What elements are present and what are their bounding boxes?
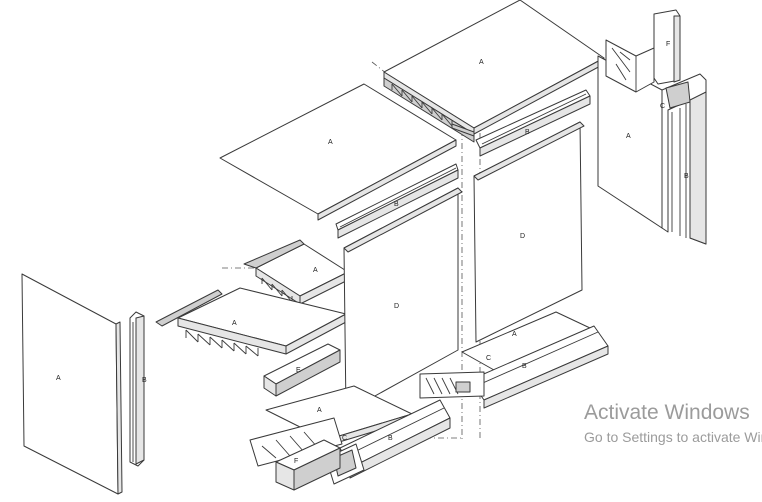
top-panel-a [383, 0, 605, 143]
label-e-beam: E [296, 367, 301, 374]
left-post-b [129, 311, 145, 467]
beam-e [263, 343, 341, 397]
label-b-top-rail: B [525, 129, 530, 136]
label-f-bottom-post: F [294, 458, 298, 465]
bottom-center-profile [419, 371, 485, 399]
label-a-upper-floor-panel: A [313, 267, 318, 274]
label-b-roof-rail: B [394, 201, 399, 208]
label-a-bottom-floor: A [317, 407, 322, 414]
watermark-title: Activate Windows [584, 401, 750, 424]
label-a-left-wall: A [56, 375, 61, 382]
roof-rail-b [335, 163, 459, 239]
watermark-subtitle: Go to Settings to activate Windows. [584, 429, 762, 445]
label-c-right-connector: C [660, 103, 665, 110]
left-wall-panel-a [21, 273, 123, 495]
label-b-right-floor-rail: B [522, 363, 527, 370]
label-c-right-floor-connector: C [486, 355, 491, 362]
label-a-top-panel: A [479, 59, 484, 66]
activate-windows-watermark: Activate Windows Go to Settings to activ… [584, 399, 762, 447]
label-a-roof-panel: A [328, 139, 333, 146]
label-b-bottom-rail: B [388, 435, 393, 442]
label-a-right-floor: A [512, 331, 517, 338]
roof-panel-a-left [219, 83, 457, 221]
label-a-middle-floor-panel: A [232, 320, 237, 327]
label-b-left-post: B [142, 377, 147, 384]
middle-floor-panel-a [155, 287, 347, 357]
top-rail-b [475, 89, 591, 157]
label-d-right-wall: D [520, 233, 525, 240]
label-d-center-wall: D [394, 303, 399, 310]
wall-panel-d-right [473, 121, 585, 343]
right-floor-panel-a [461, 311, 609, 409]
label-f-right-post: F [666, 41, 670, 48]
label-c-bottom-connector: C [342, 435, 347, 442]
wall-panel-d-center [343, 187, 463, 413]
right-corner-assembly [597, 9, 707, 245]
upper-floor-panel-a [243, 239, 349, 305]
label-a-right-panel: A [626, 133, 631, 140]
bottom-post-f [275, 439, 341, 491]
label-b-right-post: B [684, 173, 689, 180]
